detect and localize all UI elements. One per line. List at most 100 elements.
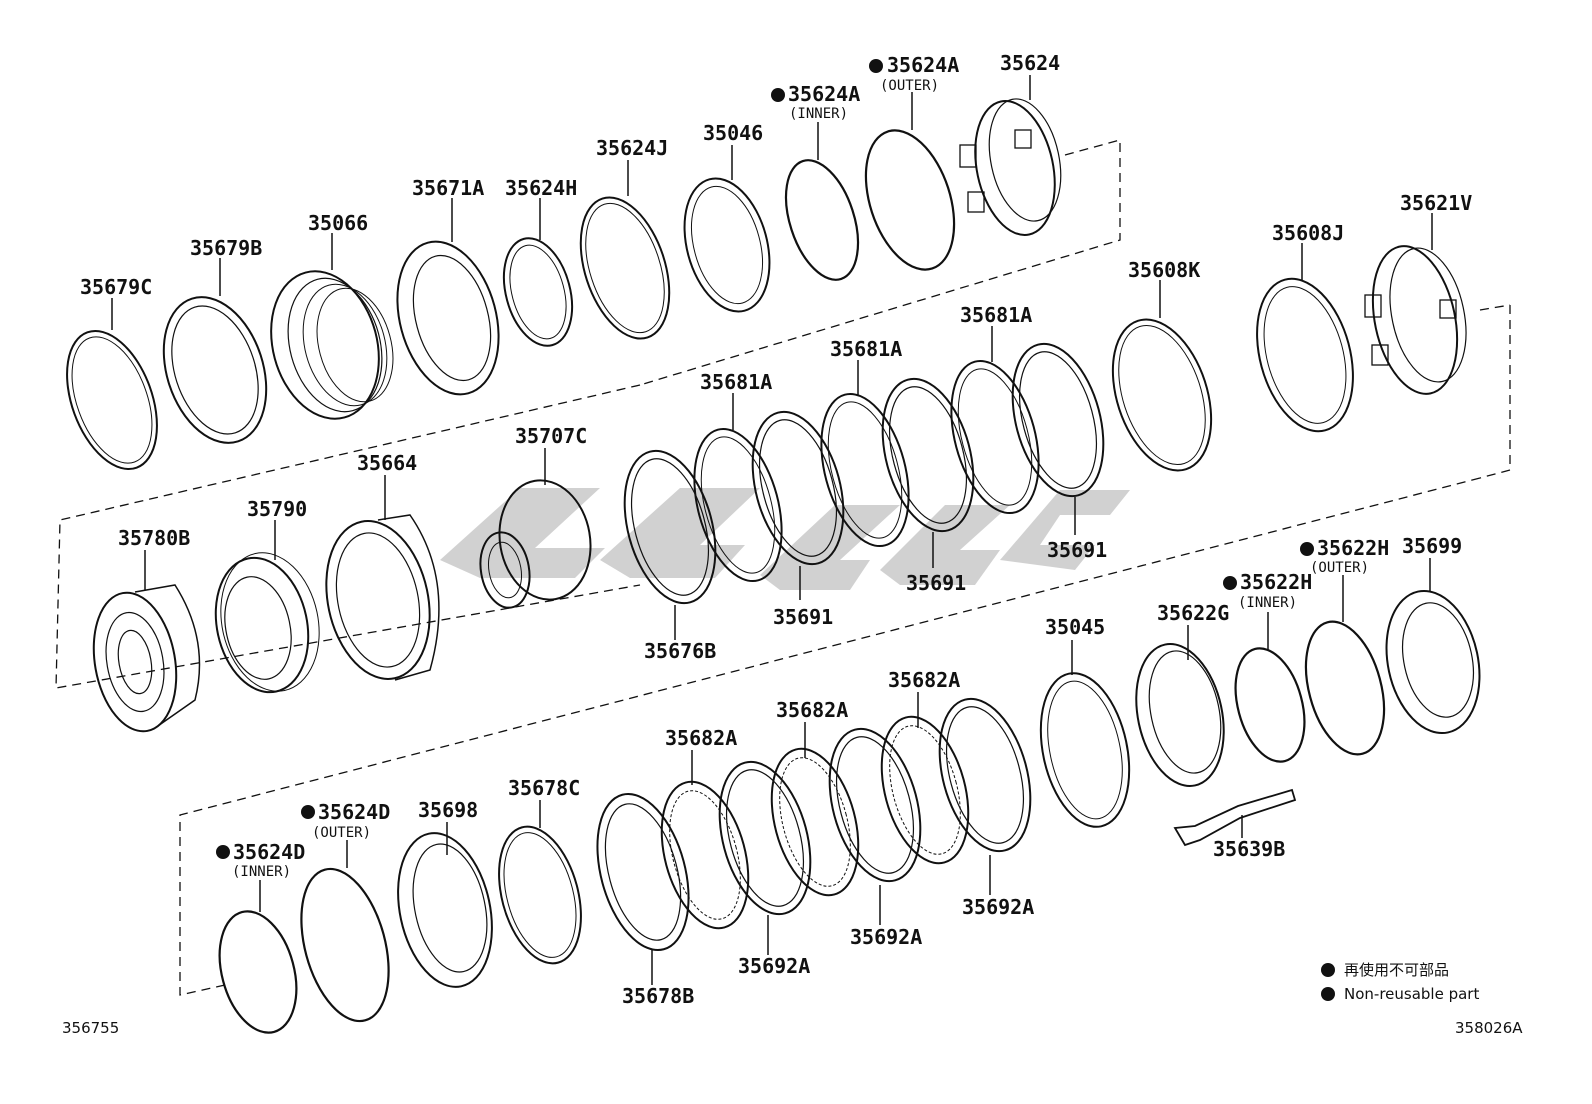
part-35624D-outer-oring[interactable]: [286, 859, 404, 1030]
part-35681A-1-disc[interactable]: [679, 419, 797, 590]
watermark-logo: [440, 488, 1130, 590]
part-35622H-outer-oring[interactable]: [1293, 613, 1398, 763]
part-35624D-inner-oring[interactable]: [207, 903, 309, 1041]
label-35624A-outer: 35624A: [887, 53, 959, 77]
part-35699-cylinder[interactable]: [1374, 582, 1492, 742]
label-35671A: 35671A: [412, 176, 484, 200]
part-35691-3-plate[interactable]: [997, 334, 1119, 506]
label-35682A-1: 35682A: [665, 726, 737, 750]
label-35624: 35624: [1000, 51, 1060, 75]
part-35671A-piston[interactable]: [381, 230, 514, 406]
label-35681A-3: 35681A: [960, 303, 1032, 327]
label-35681A-2: 35681A: [830, 337, 902, 361]
label-35046: 35046: [703, 121, 763, 145]
part-35608K-snap-ring[interactable]: [1095, 307, 1229, 483]
label-35624A-inner: 35624A: [788, 82, 860, 106]
part-35046-spring[interactable]: [671, 169, 783, 321]
part-35679B-plate[interactable]: [146, 284, 284, 456]
label-35622H-inner: 35622H: [1240, 570, 1312, 594]
label-35639B: 35639B: [1213, 837, 1285, 861]
footer-right-code: 358026A: [1455, 1019, 1523, 1037]
leader-lines: [111, 75, 1433, 985]
part-35682A-1-disc[interactable]: [647, 772, 763, 938]
label-35678C: 35678C: [508, 776, 580, 800]
label-35624J: 35624J: [596, 136, 668, 160]
label-35707C: 35707C: [515, 424, 587, 448]
label-35624D-outer: 35624D: [318, 800, 390, 824]
note-35624D-inner: (INNER): [232, 864, 291, 880]
label-35621V: 35621V: [1400, 191, 1472, 215]
nonreusable-markers: [216, 59, 1314, 859]
label-35780B: 35780B: [118, 526, 190, 550]
part-35678C-snap-ring[interactable]: [485, 818, 595, 973]
part-35045-spring[interactable]: [1028, 665, 1143, 835]
part-35624A-inner-oring[interactable]: [772, 151, 871, 289]
label-35692A-3: 35692A: [962, 895, 1034, 919]
group-outline-middle: [55, 304, 1511, 689]
label-35691-1: 35691: [773, 605, 833, 629]
group-outline-bottom: [179, 477, 1481, 996]
legend-jp: 再使用不可部品: [1344, 961, 1449, 979]
part-35682A-2-disc[interactable]: [757, 739, 873, 905]
label-35681A-1: 35681A: [700, 370, 772, 394]
label-35624D-inner: 35624D: [233, 840, 305, 864]
label-35699: 35699: [1402, 534, 1462, 558]
label-35622H-outer: 35622H: [1317, 536, 1389, 560]
part-35622G-piston[interactable]: [1124, 636, 1236, 794]
note-35624D-outer: (OUTER): [312, 825, 371, 841]
part-35692A-1-plate[interactable]: [704, 752, 826, 924]
part-35682A-3-disc[interactable]: [867, 707, 983, 873]
label-35691-3: 35691: [1047, 538, 1107, 562]
part-labels: 35624 35624A (OUTER) 35624A (INNER) 3504…: [80, 51, 1472, 1008]
part-35679C-snap-ring[interactable]: [50, 319, 174, 482]
part-35676B-plate[interactable]: [609, 441, 731, 613]
legend-dot-jp: [1321, 963, 1335, 977]
part-35608J-spring[interactable]: [1241, 268, 1368, 442]
part-35624H-seal[interactable]: [493, 231, 583, 354]
part-35624A-outer-oring[interactable]: [850, 119, 971, 281]
part-35664-ring-gear[interactable]: [312, 511, 443, 688]
label-35045: 35045: [1045, 615, 1105, 639]
label-35678B: 35678B: [622, 984, 694, 1008]
label-35682A-3: 35682A: [888, 668, 960, 692]
part-35707C-bearing[interactable]: [475, 473, 600, 611]
part-35691-1-plate[interactable]: [737, 402, 859, 574]
label-35691-2: 35691: [906, 571, 966, 595]
part-35692A-2-plate[interactable]: [814, 719, 936, 891]
part-35066-drum[interactable]: [255, 259, 404, 431]
label-35624H: 35624H: [505, 176, 577, 200]
label-35679B: 35679B: [190, 236, 262, 260]
label-35608J: 35608J: [1272, 221, 1344, 245]
note-35624A-outer: (OUTER): [880, 78, 939, 94]
legend: 再使用不可部品 Non-reusable part: [1321, 961, 1479, 1003]
label-35698: 35698: [418, 798, 478, 822]
part-35691-2-plate[interactable]: [867, 369, 989, 541]
part-35678B-plate[interactable]: [582, 784, 705, 960]
label-35664: 35664: [357, 451, 417, 475]
label-35622G: 35622G: [1157, 601, 1229, 625]
label-35692A-1: 35692A: [738, 954, 810, 978]
label-35066: 35066: [308, 211, 368, 235]
note-35622H-inner: (INNER): [1238, 595, 1297, 611]
part-35681A-3-disc[interactable]: [936, 351, 1054, 522]
part-35624-cylinder[interactable]: [959, 92, 1071, 242]
part-35624J-ring[interactable]: [564, 186, 685, 350]
part-35780B-gear[interactable]: [83, 584, 201, 738]
part-35790-hub[interactable]: [204, 544, 332, 701]
part-35622H-inner-oring[interactable]: [1224, 641, 1316, 770]
legend-en: Non-reusable part: [1344, 985, 1479, 1003]
part-35681A-2-disc[interactable]: [806, 384, 924, 555]
part-35692A-3-plate[interactable]: [924, 689, 1046, 861]
part-35698-piston[interactable]: [385, 824, 505, 995]
part-35621V-cylinder[interactable]: [1360, 238, 1477, 401]
footer-left-code: 356755: [62, 1019, 119, 1037]
note-35624A-inner: (INNER): [789, 106, 848, 122]
legend-dot-en: [1321, 987, 1335, 1001]
part-35639B-spring-clip[interactable]: [1173, 788, 1297, 847]
label-35679C: 35679C: [80, 275, 152, 299]
label-35692A-2: 35692A: [850, 925, 922, 949]
label-35608K: 35608K: [1128, 258, 1200, 282]
note-35622H-outer: (OUTER): [1310, 560, 1369, 576]
